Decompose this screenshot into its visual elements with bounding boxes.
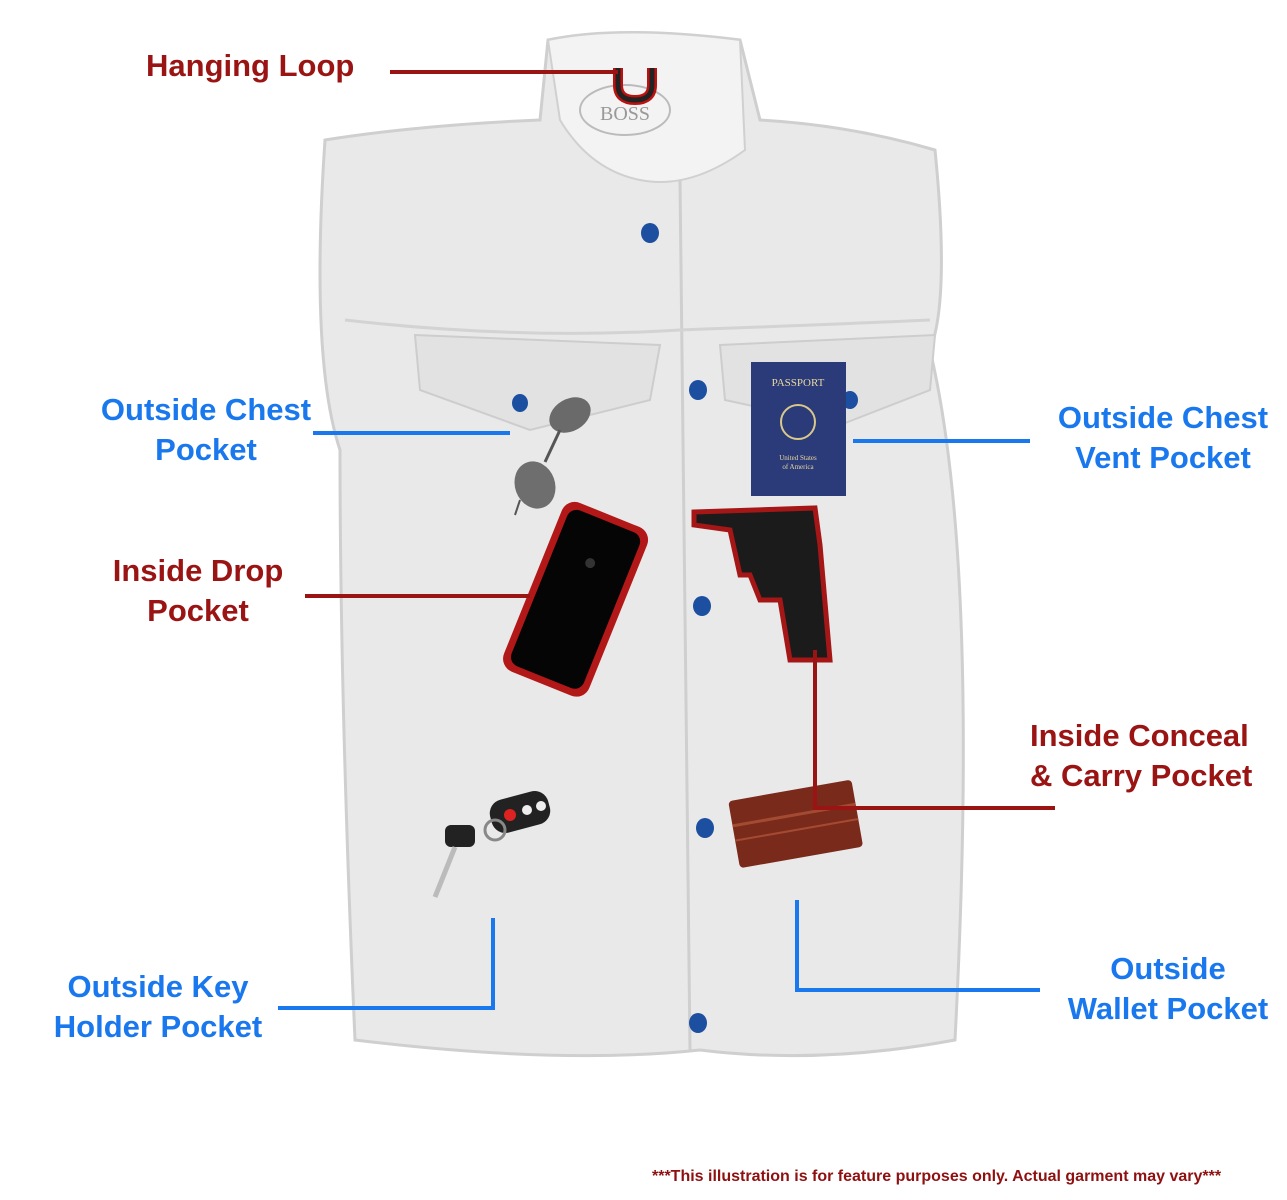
label-line: Outside Chest bbox=[100, 392, 312, 427]
inside-conceal-leader bbox=[813, 650, 1055, 810]
label-inside-drop-pocket: Inside Drop Pocket bbox=[88, 551, 308, 631]
label-outside-key-holder-pocket: Outside Key Holder Pocket bbox=[38, 967, 278, 1047]
label-line: Outside Chest bbox=[1057, 400, 1269, 435]
label-line: Wallet Pocket bbox=[1067, 991, 1269, 1026]
yoke-seam bbox=[344, 318, 931, 335]
label-outside-wallet-pocket: Outside Wallet Pocket bbox=[1050, 949, 1286, 1029]
label-inside-conceal-carry-pocket: Inside Conceal & Carry Pocket bbox=[1030, 716, 1252, 796]
key-holder-leader bbox=[278, 918, 495, 1010]
label-line: Holder Pocket bbox=[53, 1009, 263, 1044]
label-line: & Carry Pocket bbox=[1030, 758, 1253, 793]
svg-text:United States: United States bbox=[779, 454, 817, 462]
logo-text: BOSS bbox=[600, 103, 650, 125]
label-line: Pocket bbox=[155, 432, 257, 467]
label-outside-chest-vent-pocket: Outside Chest Vent Pocket bbox=[1043, 398, 1283, 478]
wallet-pocket-leader bbox=[795, 900, 1040, 992]
label-line: Outside Key bbox=[67, 969, 249, 1004]
collar bbox=[546, 31, 747, 183]
logo-oval bbox=[579, 84, 671, 136]
phone-icon bbox=[503, 501, 649, 697]
passport-icon: PASSPORT United States of America bbox=[751, 362, 846, 496]
label-line: Inside Drop bbox=[112, 553, 284, 588]
label-outside-chest-pocket: Outside Chest Pocket bbox=[86, 390, 326, 470]
svg-text:of America: of America bbox=[782, 463, 814, 471]
svg-text:PASSPORT: PASSPORT bbox=[772, 377, 825, 389]
sunglasses-icon bbox=[514, 397, 591, 516]
label-line: Vent Pocket bbox=[1075, 440, 1251, 475]
left-flap bbox=[413, 333, 662, 432]
label-line: Outside bbox=[1110, 951, 1226, 986]
placket-seam bbox=[678, 179, 692, 1051]
car-key-icon bbox=[432, 790, 551, 898]
label-line: Pocket bbox=[147, 593, 249, 628]
label-line: Inside Conceal bbox=[1030, 718, 1249, 753]
disclaimer: ***This illustration is for feature purp… bbox=[652, 1168, 1222, 1185]
label-hanging-loop: Hanging Loop bbox=[146, 48, 355, 83]
handgun-icon bbox=[691, 505, 833, 663]
